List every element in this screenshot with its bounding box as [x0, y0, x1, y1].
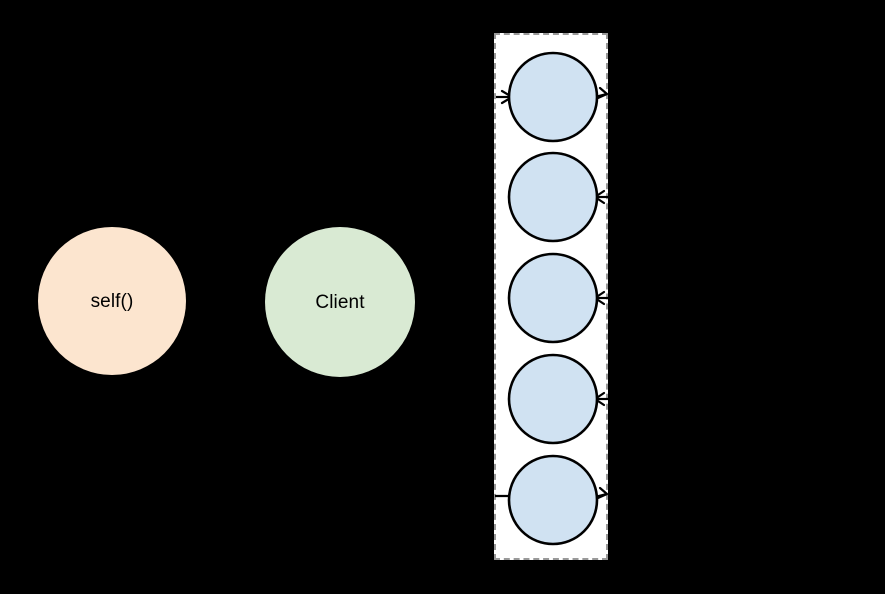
node-client-label: Client [315, 291, 365, 313]
node-self[interactable]: self() [38, 227, 186, 375]
node-self-label: self() [90, 290, 134, 312]
pool-group-container[interactable] [494, 33, 608, 560]
node-client[interactable]: Client [265, 227, 415, 377]
